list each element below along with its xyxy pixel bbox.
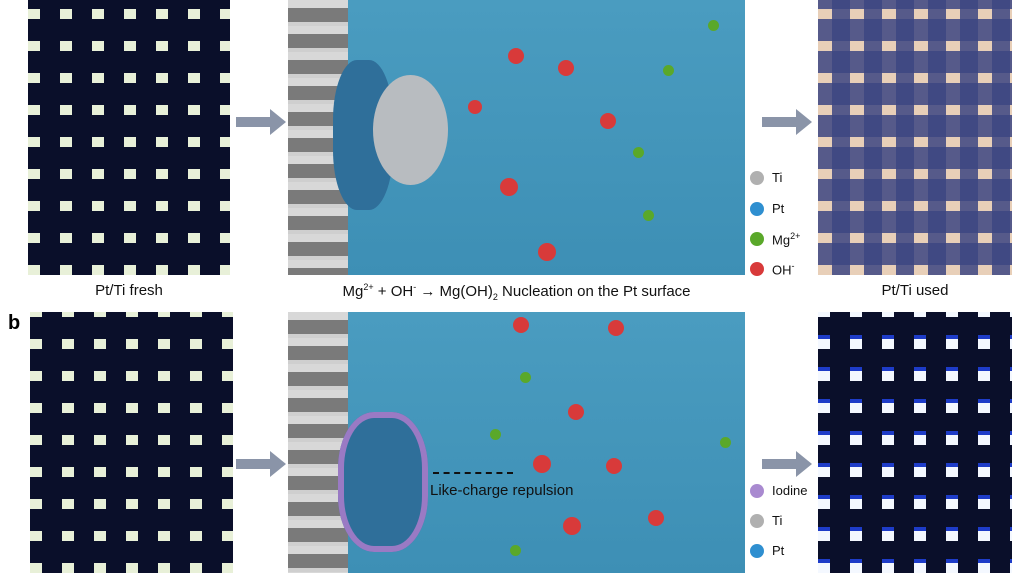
- oh-ion: [600, 113, 616, 129]
- arrow-right-icon: [762, 451, 812, 477]
- mg-icon: [750, 232, 764, 247]
- text: -: [413, 282, 417, 292]
- pt-ti-used-clean-image: [818, 312, 1012, 573]
- oh-icon: [750, 262, 764, 277]
- pt-icon: [750, 543, 764, 558]
- repulsion-scene: Like-charge repulsion: [288, 312, 745, 573]
- oh-ion: [513, 317, 529, 333]
- text: + OH: [373, 283, 414, 300]
- legend-label: OH-: [772, 261, 795, 277]
- oh-ion: [500, 178, 518, 196]
- legend-oh: OH-: [750, 261, 795, 277]
- oh-ion: [508, 48, 524, 64]
- oh-ion: [468, 100, 482, 114]
- pt-ti-used-image: [818, 0, 1012, 275]
- legend-label: Pt: [772, 543, 785, 558]
- arrow-right-icon: [236, 109, 286, 135]
- pt-ti-fresh-image-b: [30, 312, 233, 573]
- legend-label: Ti: [772, 170, 783, 185]
- text: Nucleation on the Pt surface: [497, 283, 691, 300]
- oh-ion: [538, 243, 556, 261]
- nucleation-scene: [288, 0, 745, 275]
- mgoh2-nucleus: [373, 75, 448, 185]
- mg-ion: [643, 210, 654, 221]
- text: 2+: [790, 231, 801, 241]
- oh-ion: [558, 60, 574, 76]
- legend-label: Ti: [772, 513, 783, 528]
- legend-label: Iodine: [772, 483, 808, 498]
- legend-mg: Mg2+: [750, 231, 800, 247]
- mg-ion: [490, 429, 501, 440]
- oh-ion: [606, 458, 622, 474]
- legend-label: Mg2+: [772, 231, 800, 247]
- mg-ion: [633, 147, 644, 158]
- used-caption: Pt/Ti used: [881, 282, 949, 299]
- mg-ion: [663, 65, 674, 76]
- ti-icon: [750, 513, 764, 528]
- legend-pt: Pt: [750, 543, 784, 558]
- panel-label-b: b: [8, 312, 21, 334]
- pt-ti-fresh-image: [28, 0, 230, 275]
- mg-ion: [708, 20, 719, 31]
- mg-ion: [510, 545, 521, 556]
- pt-iodine-cluster: [338, 412, 428, 552]
- text: -: [791, 261, 795, 271]
- ti-wall: [288, 312, 348, 573]
- arrow-right-icon: [236, 451, 286, 477]
- mg-ion: [520, 372, 531, 383]
- legend-pt: Pt: [750, 201, 784, 216]
- ti-icon: [750, 170, 764, 185]
- text: 2+: [363, 282, 374, 292]
- fresh-caption: Pt/Ti fresh: [95, 282, 163, 299]
- iodine-icon: [750, 483, 764, 498]
- pt-icon: [750, 201, 764, 216]
- dashed-arrow: [433, 472, 513, 474]
- text: 2: [492, 292, 498, 302]
- text: Mg: [772, 232, 791, 248]
- text: → Mg(OH): [416, 283, 493, 300]
- legend-ti: Ti: [750, 513, 782, 528]
- mg-ion: [720, 437, 731, 448]
- oh-ion: [533, 455, 551, 473]
- text: OH: [772, 262, 792, 278]
- legend-label: Pt: [772, 201, 785, 216]
- oh-ion: [568, 404, 584, 420]
- oh-ion: [608, 320, 624, 336]
- reaction-caption: Mg2+ + OH- → Mg(OH)2 Nucleation on the P…: [288, 282, 745, 302]
- legend-iodine: Iodine: [750, 483, 807, 498]
- arrow-right-icon: [762, 109, 812, 135]
- oh-ion: [648, 510, 664, 526]
- text: Mg: [342, 283, 364, 300]
- repulsion-label: Like-charge repulsion: [430, 482, 574, 499]
- oh-ion: [563, 517, 581, 535]
- legend-ti: Ti: [750, 170, 782, 185]
